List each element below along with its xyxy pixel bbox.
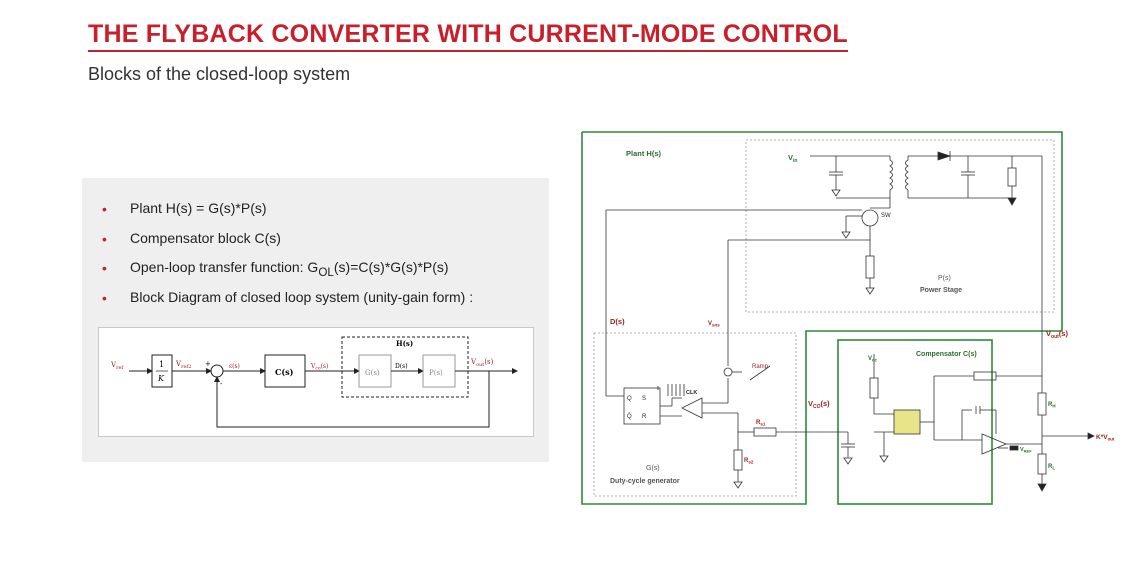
bullet-item: • Open-loop transfer function: GOL(s)=C(s… [102,259,473,289]
rl-label: RL [1048,464,1055,471]
plus-sign: + [205,360,211,368]
duty-cycle-box [593,332,797,497]
slide-subtitle: Blocks of the closed-loop system [88,64,351,84]
comp-circuit-label: Compensator C(s) [916,351,977,358]
clk-label: CLK [686,390,697,396]
error-label: ε(s) [229,363,240,370]
gs-label-1: G(s) [646,465,660,472]
rs2-label: Rs2 [744,458,754,465]
optocoupler [893,409,921,435]
vco-label: Vco(s) [310,363,328,372]
vout-circuit-label: Vout(s) [1046,329,1068,340]
bullet-sub: OL [318,265,334,279]
bullet-list: • Plant H(s) = G(s)*P(s) • Compensator blo… [102,200,474,319]
bullet-dot-icon: • [102,201,107,217]
bullet-text: Compensator block C(s) [130,229,281,246]
feedback-path [214,371,490,428]
q-label: Q [627,396,632,402]
bullet-text: Block Diagram of closed loop system (uni… [130,288,474,305]
bullet-text: Plant H(s) = G(s)*P(s) [130,200,267,216]
bullet-item: • Plant H(s) = G(s)*P(s) [102,200,473,230]
bullet-text-tail: (s)=C(s)*G(s)*P(s) [333,259,449,275]
sw-label: SW [881,213,891,219]
p-label: P(s) [429,369,443,377]
plant-boundary [581,131,1063,505]
bullet-dot-icon: • [102,289,107,306]
ps-label-2: Power Stage [920,287,962,294]
slide-title: THE FLYBACK CONVERTER WITH CURRENT-MODE … [88,20,848,52]
vref-label: Vref [110,361,124,371]
flyback-circuit: Plant H(s) Vin SW P(s) Power Stage D(s) … [578,128,1138,506]
s-label: S [642,396,646,402]
power-stage-box [745,139,1055,313]
qbar-label: Q̄ [627,413,632,420]
gain-num: 1 [159,360,164,369]
vcc-label: Vcc [868,356,878,363]
r-label: R [642,414,647,420]
comp-label: C(s) [275,367,294,377]
minus-sign: - [220,380,223,388]
kvout-label: K*Vout [1096,434,1115,442]
block-diagram: Vref 1 K Vref2 + - ε(s) C(s) Vco(s) H(s)… [98,327,534,437]
rs1-label: Rs1 [756,420,766,427]
summing-junction [210,364,224,378]
vref2-label: Vref2 [175,360,191,370]
bullet-item: • Compensator block C(s) [102,229,473,260]
ramp-label: Ramp [752,364,769,370]
vco-circuit-label: VCO(s) [808,399,830,410]
ds-label: D(s) [610,317,625,326]
bullet-dot-icon: • [102,260,107,276]
bullet-dot-icon: • [102,230,107,247]
compensator-boundary [837,339,993,505]
rh-label: RH [1048,402,1056,409]
vref-circuit-label: VREF [1020,447,1032,454]
ps-label-1: P(s) [938,275,951,282]
info-panel: • Plant H(s) = G(s)*P(s) • Compensator blo… [82,178,549,462]
bullet-text: Open-loop transfer function: G [130,259,319,275]
vout-label: Vout(s) [470,358,494,368]
block-diagram-svg: Vref 1 K Vref2 + - ε(s) C(s) Vco(s) H(s)… [110,336,518,428]
vsns-label: Vsns [708,321,720,328]
d-label: D(s) [395,363,408,370]
gain-den: K [157,374,165,383]
g-label: G(s) [365,369,380,377]
bullet-item: • Block Diagram of closed loop system (un… [102,288,474,319]
plant-block [341,336,469,398]
gs-label-2: Duty-cycle generator [610,478,680,485]
circuit-svg: Plant H(s) Vin SW P(s) Power Stage D(s) … [581,131,1115,505]
vin-label: Vin [788,153,797,164]
h-label: H(s) [396,339,413,348]
plant-label: Plant H(s) [626,149,662,158]
